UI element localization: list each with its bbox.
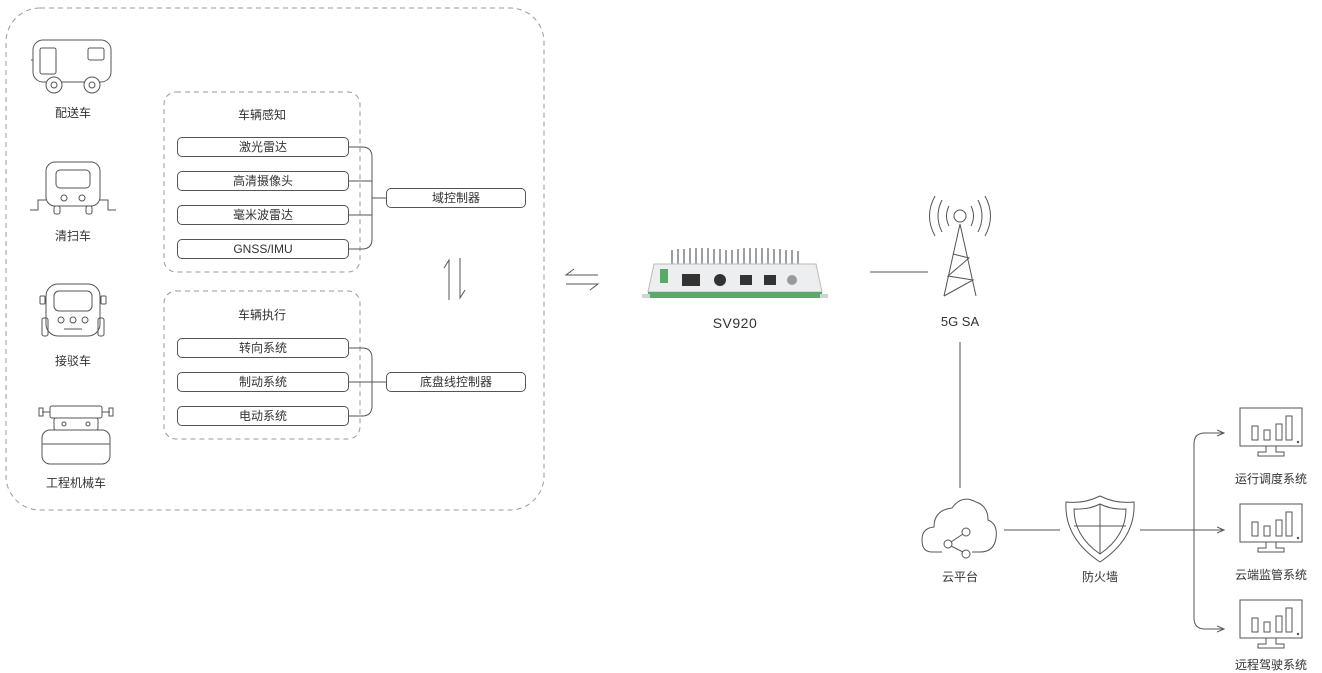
execution-group-boundary	[163, 290, 361, 440]
sensor-mmwave-radar: 毫米波雷达	[177, 205, 349, 225]
actuator-braking: 制动系统	[177, 372, 349, 392]
construction-vehicle-icon	[38, 405, 114, 465]
cloud-share-icon	[921, 498, 997, 559]
firewall-label: 防火墙	[1081, 570, 1118, 584]
vehicle-region-boundary	[5, 7, 545, 511]
sensor-gnss-imu: GNSS/IMU	[177, 239, 349, 259]
actuator-steering: 转向系统	[177, 338, 349, 358]
vehicle-shuttle: 接驳车	[30, 282, 116, 370]
cloud-label: 云平台	[941, 570, 978, 584]
monitor-chart-icon	[1239, 503, 1303, 553]
network-node: 5G SA	[920, 195, 1000, 330]
sv920-router-icon	[642, 248, 828, 298]
network-label: 5G SA	[940, 314, 980, 329]
execution-bracket	[348, 347, 386, 417]
sensor-camera: 高清摄像头	[177, 171, 349, 191]
vehicle-label: 工程机械车	[45, 476, 106, 490]
firewall-systems-links	[1140, 433, 1224, 629]
device-node: SV920	[640, 242, 830, 342]
shield-firewall-icon	[1065, 495, 1135, 563]
vehicle-delivery: 配送车	[30, 38, 116, 122]
firewall-node: 防火墙	[1058, 494, 1142, 586]
perception-group-boundary	[163, 91, 361, 273]
system-remote-driving: 远程驾驶系统	[1230, 598, 1320, 672]
chassis-controller: 底盘线控制器	[386, 372, 526, 392]
monitor-chart-icon	[1239, 599, 1303, 649]
vehicle-label: 清扫车	[54, 229, 91, 243]
system-label: 远程驾驶系统	[1234, 658, 1307, 672]
vehicle-construction: 工程机械车	[28, 404, 124, 492]
vehicle-label: 接驳车	[54, 354, 91, 368]
execution-title: 车辆执行	[237, 308, 286, 322]
sensor-lidar: 激光雷达	[177, 137, 349, 157]
street-sweeper-icon	[30, 161, 116, 215]
device-link-arrows	[564, 268, 600, 291]
shuttle-bus-icon	[39, 283, 107, 337]
actuator-electric: 电动系统	[177, 406, 349, 426]
perception-title: 车辆感知	[237, 108, 286, 122]
system-label: 云端监管系统	[1234, 568, 1307, 582]
controller-exchange-arrows	[443, 258, 466, 300]
system-label: 运行调度系统	[1234, 472, 1307, 486]
perception-bracket	[348, 146, 386, 250]
vehicle-sweeper: 清扫车	[26, 160, 120, 244]
vehicle-label: 配送车	[54, 106, 91, 120]
domain-controller: 域控制器	[386, 188, 526, 208]
delivery-van-icon	[31, 39, 112, 94]
system-dispatch: 运行调度系统	[1230, 406, 1320, 486]
monitor-chart-icon	[1239, 407, 1303, 457]
cell-tower-icon	[929, 195, 991, 297]
system-supervision: 云端监管系统	[1230, 502, 1320, 582]
cloud-node: 云平台	[920, 490, 1000, 586]
device-label: SV920	[712, 315, 758, 331]
